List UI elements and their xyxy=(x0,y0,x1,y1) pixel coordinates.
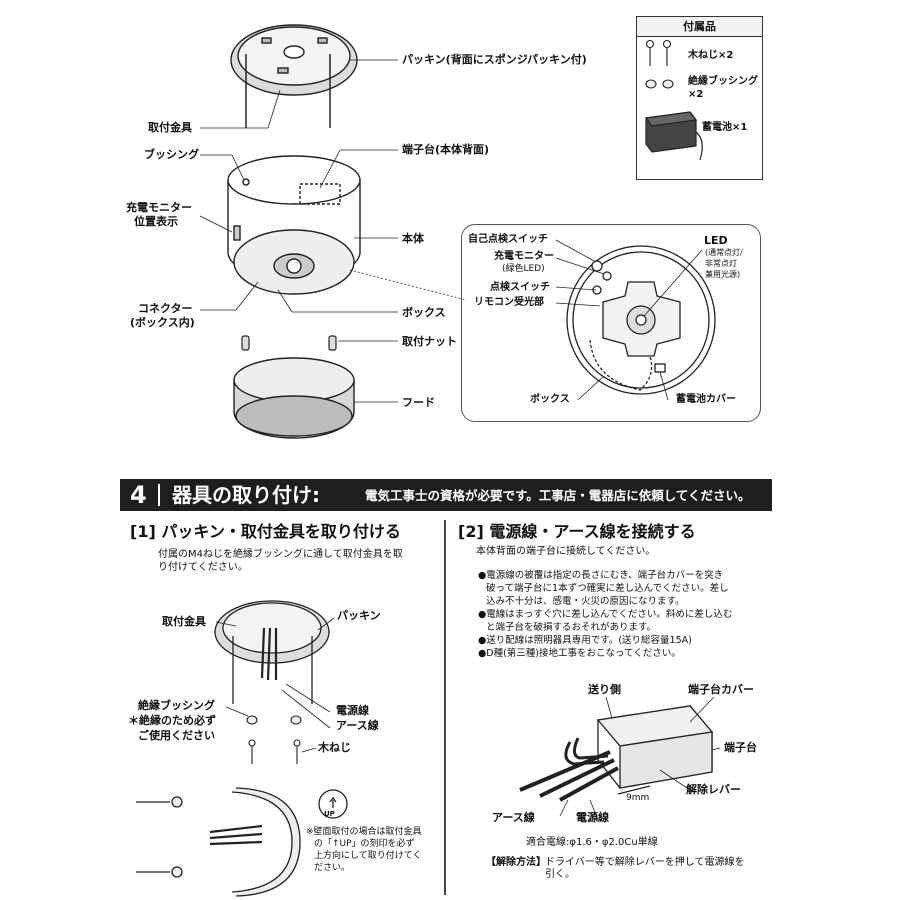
detail-check-switch: 点検スイッチ xyxy=(490,282,550,293)
step2-heading: [2] 電源線・アース線を接続する xyxy=(458,522,696,541)
accessory-battery-label: 蓄電池×1 xyxy=(702,122,748,133)
step2-bullet-1-line-2: 破って端子台に1本ずつ確実に差し込んでください。差し xyxy=(486,583,729,594)
detail-led-note-1: (通常点灯/ xyxy=(705,248,743,257)
detail-body-bottom xyxy=(566,245,716,395)
leader-lines-step2 xyxy=(559,696,721,821)
accessories-title: 付属品 xyxy=(637,17,762,37)
step1-wall-mount xyxy=(136,787,348,897)
step1-packing-label: パッキン xyxy=(337,609,381,622)
detail-box: ボックス xyxy=(530,394,570,405)
detail-battery-cover: 蓄電池カバー xyxy=(676,394,736,405)
bracket-rods xyxy=(245,54,331,128)
accessory-bushing-count: ×2 xyxy=(688,89,704,100)
label-bushing: ブッシング xyxy=(144,148,199,161)
step2-terminal-block xyxy=(519,705,714,802)
hood xyxy=(233,357,355,439)
label-packing: パッキン(背面にスポンジパッキン付) xyxy=(402,53,587,66)
detail-led-note-2: 非常点灯 xyxy=(705,259,737,268)
label-charge-monitor-position: 位置表示 xyxy=(134,215,178,228)
step1-bushing-label: 絶縁ブッシング xyxy=(138,699,215,712)
detail-panel xyxy=(461,224,761,422)
label-bracket: 取付金具 xyxy=(148,121,192,134)
accessory-bushing-label: 絶縁ブッシング xyxy=(688,76,758,87)
step1-bracket xyxy=(214,600,330,704)
detail-led: LED xyxy=(704,234,728,247)
section-title: 器具の取り付け: xyxy=(172,483,320,507)
step2-release-lever-label: 解除レバー xyxy=(686,783,741,796)
step2-wire-spec: 適合電線:φ1.6・φ2.0Cu単線 xyxy=(526,837,658,848)
accessory-screw-label: 木ねじ×2 xyxy=(688,50,734,61)
leader-lines-step1 xyxy=(215,617,335,753)
detail-led-note-3: 兼用光源) xyxy=(705,270,741,279)
body-cylinder xyxy=(227,155,361,295)
label-hood: フード xyxy=(402,396,435,409)
step1-bracket-label: 取付金具 xyxy=(162,615,206,628)
wall-note-3: 上方向にして取り付けてく xyxy=(314,851,422,861)
label-connector-location: (ボックス内) xyxy=(130,316,195,329)
label-charge-monitor: 充電モニター xyxy=(126,201,192,214)
banner-divider xyxy=(158,484,160,506)
accessories-box: 付属品 xyxy=(636,16,763,180)
step1-screw-label: 木ねじ xyxy=(318,741,351,754)
step1-warning-2: ご使用ください xyxy=(138,729,215,742)
step2-bullet-2-line-2: と端子台を破損するおそれがあります。 xyxy=(486,622,657,633)
accessory-bushing-icon xyxy=(645,79,674,89)
label-body: 本体 xyxy=(402,232,424,245)
label-terminal: 端子台(本体背面) xyxy=(402,143,490,156)
step2-earth-label: アース線 xyxy=(492,811,535,824)
detail-self-check-switch: 自己点検スイッチ xyxy=(468,234,548,245)
step2-cover-label: 端子台カバー xyxy=(688,683,754,696)
packing-plate xyxy=(230,24,358,96)
label-box: ボックス xyxy=(402,306,446,319)
section-number: 4 xyxy=(130,481,147,509)
accessory-screw-icon xyxy=(645,39,672,66)
leader-lines-top xyxy=(199,59,467,403)
label-connector: コネクター xyxy=(138,302,193,315)
step1-text-2: り付けてください。 xyxy=(158,562,248,573)
section-banner: 4 器具の取り付け: 電気工事士の資格が必要です。工事店・電器店に依頼してくださ… xyxy=(120,479,772,511)
step2-bullet-1-line-3: 込み不十分は、感電・火災の原因になります。 xyxy=(486,596,685,607)
detail-charge-monitor-note: (緑色LED) xyxy=(502,264,545,274)
step2-feed-label: 送り側 xyxy=(588,683,621,696)
step2-intro: 本体背面の端子台に接続してください。 xyxy=(476,546,656,557)
label-nut: 取付ナット xyxy=(402,335,457,348)
step2-release-method-text-1: ドライバー等で解除レバーを押して電源線を xyxy=(545,857,745,868)
detail-charge-monitor: 充電モニター xyxy=(494,251,554,262)
step2-bullet-2-line-1: ●電線はまっすぐ穴に差し込んでください。斜めに差し込む xyxy=(478,609,733,620)
step1-power-label: 電源線 xyxy=(336,704,369,717)
step1-screws xyxy=(246,715,302,764)
step1-heading: [1] パッキン・取付金具を取り付ける xyxy=(130,522,401,541)
wall-note-2: の「↑UP」の刻印を必ず xyxy=(314,839,415,849)
wall-note-1: ※壁面取付の場合は取付金具 xyxy=(306,827,422,837)
step2-terminal-label: 端子台 xyxy=(724,741,757,754)
step1-text-1: 付属のM4ねじを絶縁ブッシングに通して取付金具を取 xyxy=(158,549,403,560)
step2-release-method-text-2: 引く。 xyxy=(545,869,575,880)
step2-release-method-title: 【解除方法】 xyxy=(486,857,546,868)
mounting-nuts xyxy=(241,335,337,351)
step2-bullet-4: ●D種(第三種)接地工事をおこなってください。 xyxy=(478,648,681,659)
step2-bullet-3: ●送り配線は照明器具専用です。(送り総容量15A) xyxy=(478,635,692,646)
step1-warning-1: ＊絶縁のため必ず xyxy=(128,714,216,727)
up-mark: UP xyxy=(324,810,335,818)
detail-remote-receiver: リモコン受光部 xyxy=(474,297,544,308)
step2-bullet-1-line-1: ●電源線の被覆は指定の長さにむき、端子台カバーを突き xyxy=(478,570,724,581)
leader-lines-detail xyxy=(555,239,703,401)
wall-note-4: ださい。 xyxy=(314,863,351,873)
step1-earth-label: アース線 xyxy=(336,719,379,732)
accessory-battery-icon xyxy=(644,111,703,161)
section-qualification-note: 電気工事士の資格が必要です。工事店・電器店に依頼してください。 xyxy=(365,488,751,503)
column-divider xyxy=(444,520,446,895)
step2-strip-length: 9mm xyxy=(626,793,650,803)
step2-power-label: 電源線 xyxy=(576,811,609,824)
